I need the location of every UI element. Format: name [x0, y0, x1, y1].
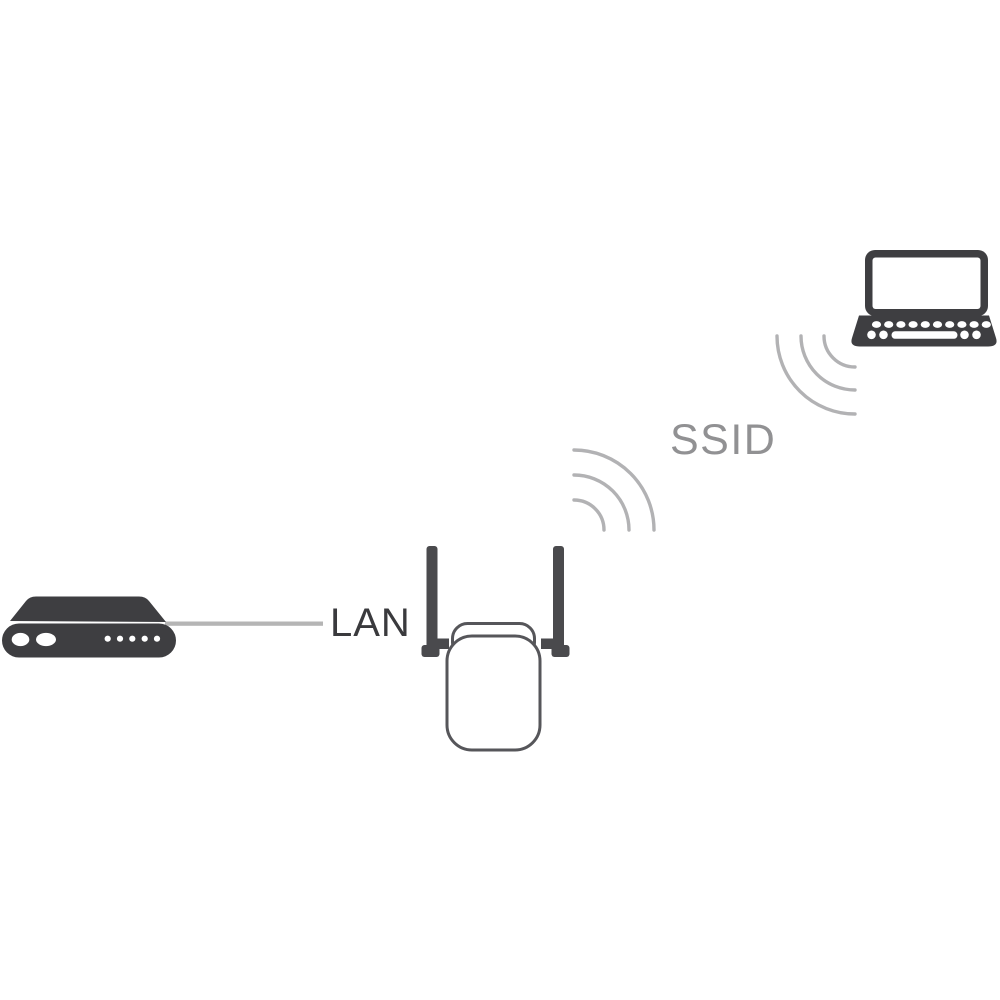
- router-body: [2, 623, 176, 658]
- laptop-spacebar: [891, 331, 958, 339]
- lan-cable-line: [165, 621, 323, 626]
- laptop-keyboard-keys: [867, 321, 991, 340]
- ssid-label: SSID: [670, 416, 777, 464]
- antenna-right-foot: [551, 645, 570, 657]
- range-extender-icon: [421, 546, 570, 752]
- antenna-right-icon: [553, 546, 564, 649]
- laptop-icon: [851, 250, 997, 347]
- antenna-left-icon: [426, 546, 438, 649]
- antenna-left-foot: [421, 645, 440, 657]
- router-port-hole: [11, 632, 30, 647]
- router-icon: [2, 596, 176, 658]
- extender-front-panel: [445, 634, 542, 752]
- router-port-hole: [36, 632, 56, 647]
- antenna-left-stub: [435, 638, 449, 649]
- router-lid: [10, 596, 166, 622]
- lan-label: LAN: [330, 601, 411, 645]
- router-led-dots: [104, 635, 161, 642]
- extender-wifi-waves-icon: [572, 448, 656, 532]
- antenna-right-stub: [541, 638, 555, 649]
- laptop-wifi-waves-icon: [775, 334, 857, 416]
- laptop-screen: [872, 257, 981, 309]
